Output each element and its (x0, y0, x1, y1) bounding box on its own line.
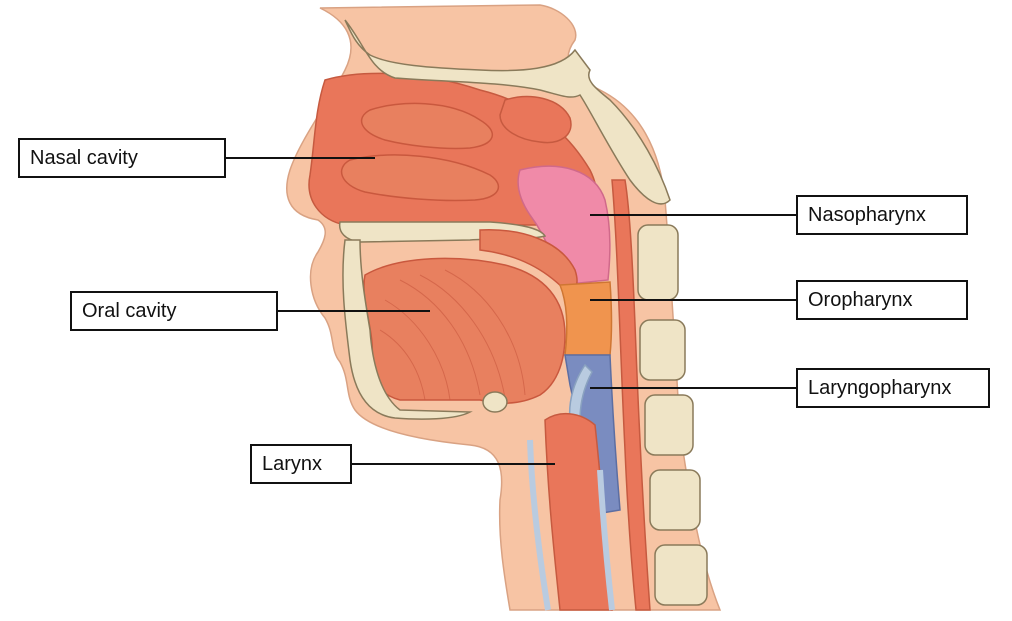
oropharynx-region (558, 281, 613, 356)
label-oral-cavity: Oral cavity (70, 291, 278, 331)
mandible (342, 239, 473, 420)
label-oropharynx: Oropharynx (796, 280, 968, 320)
nasal-conchae (360, 102, 493, 150)
tracheal-cartilage (527, 439, 615, 611)
vertebra (654, 544, 708, 606)
cervical-vertebrae (637, 224, 708, 606)
label-nasal-cavity: Nasal cavity (18, 138, 226, 178)
label-nasopharynx: Nasopharynx (796, 195, 968, 235)
nasal-conchae-lower (340, 154, 500, 202)
vertebra (644, 394, 694, 456)
leader-lines (226, 157, 796, 465)
vertebra (639, 319, 686, 381)
label-laryngopharynx: Laryngopharynx (796, 368, 990, 408)
pharyngeal-wall (611, 179, 651, 611)
label-larynx: Larynx (250, 444, 352, 484)
hyoid-bone (482, 391, 508, 413)
vertebra (649, 469, 701, 531)
tongue (363, 257, 566, 405)
nasopharynx-region (517, 165, 611, 286)
vertebra (637, 224, 679, 301)
tongue-fibers (379, 269, 526, 401)
skull-bone (344, 19, 671, 205)
sphenoid-sinus (499, 95, 572, 144)
